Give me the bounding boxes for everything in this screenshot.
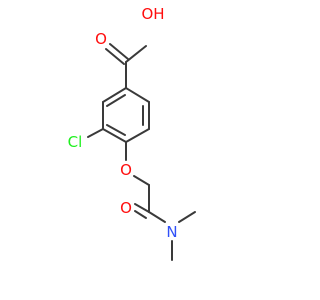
bond-c-o-amide-a bbox=[134, 203, 150, 213]
bond-n-methyl-1 bbox=[178, 211, 196, 223]
bond-c-oh bbox=[125, 45, 147, 63]
bond-c-o-amide-b bbox=[134, 210, 147, 219]
molecule-structure: O OH Cl O O N bbox=[68, 5, 196, 261]
atom-o-carbonyl-acid: O bbox=[95, 30, 107, 48]
atom-cl: Cl bbox=[68, 133, 83, 151]
atom-n: N bbox=[166, 223, 177, 241]
atom-o-carbonyl-amide: O bbox=[120, 199, 132, 217]
bond-ring-1 bbox=[125, 87, 150, 103]
bond-ring-6-inner bbox=[106, 94, 126, 107]
atom-oh: OH bbox=[141, 5, 164, 23]
bond-ring-6 bbox=[102, 87, 127, 103]
bond-ring-cl bbox=[87, 128, 104, 138]
bond-c-o-double-b bbox=[105, 48, 125, 65]
bond-ring-3 bbox=[125, 128, 150, 143]
bond-o-ch2 bbox=[133, 175, 150, 186]
bond-c-n bbox=[148, 211, 166, 223]
bond-ring-4 bbox=[102, 128, 127, 143]
molecule-diagram: O OH Cl O O N bbox=[68, 5, 196, 261]
atom-o-ether: O bbox=[120, 161, 132, 179]
bond-ring-4-inner bbox=[106, 124, 126, 136]
bond-c-o-double-a bbox=[109, 43, 129, 60]
